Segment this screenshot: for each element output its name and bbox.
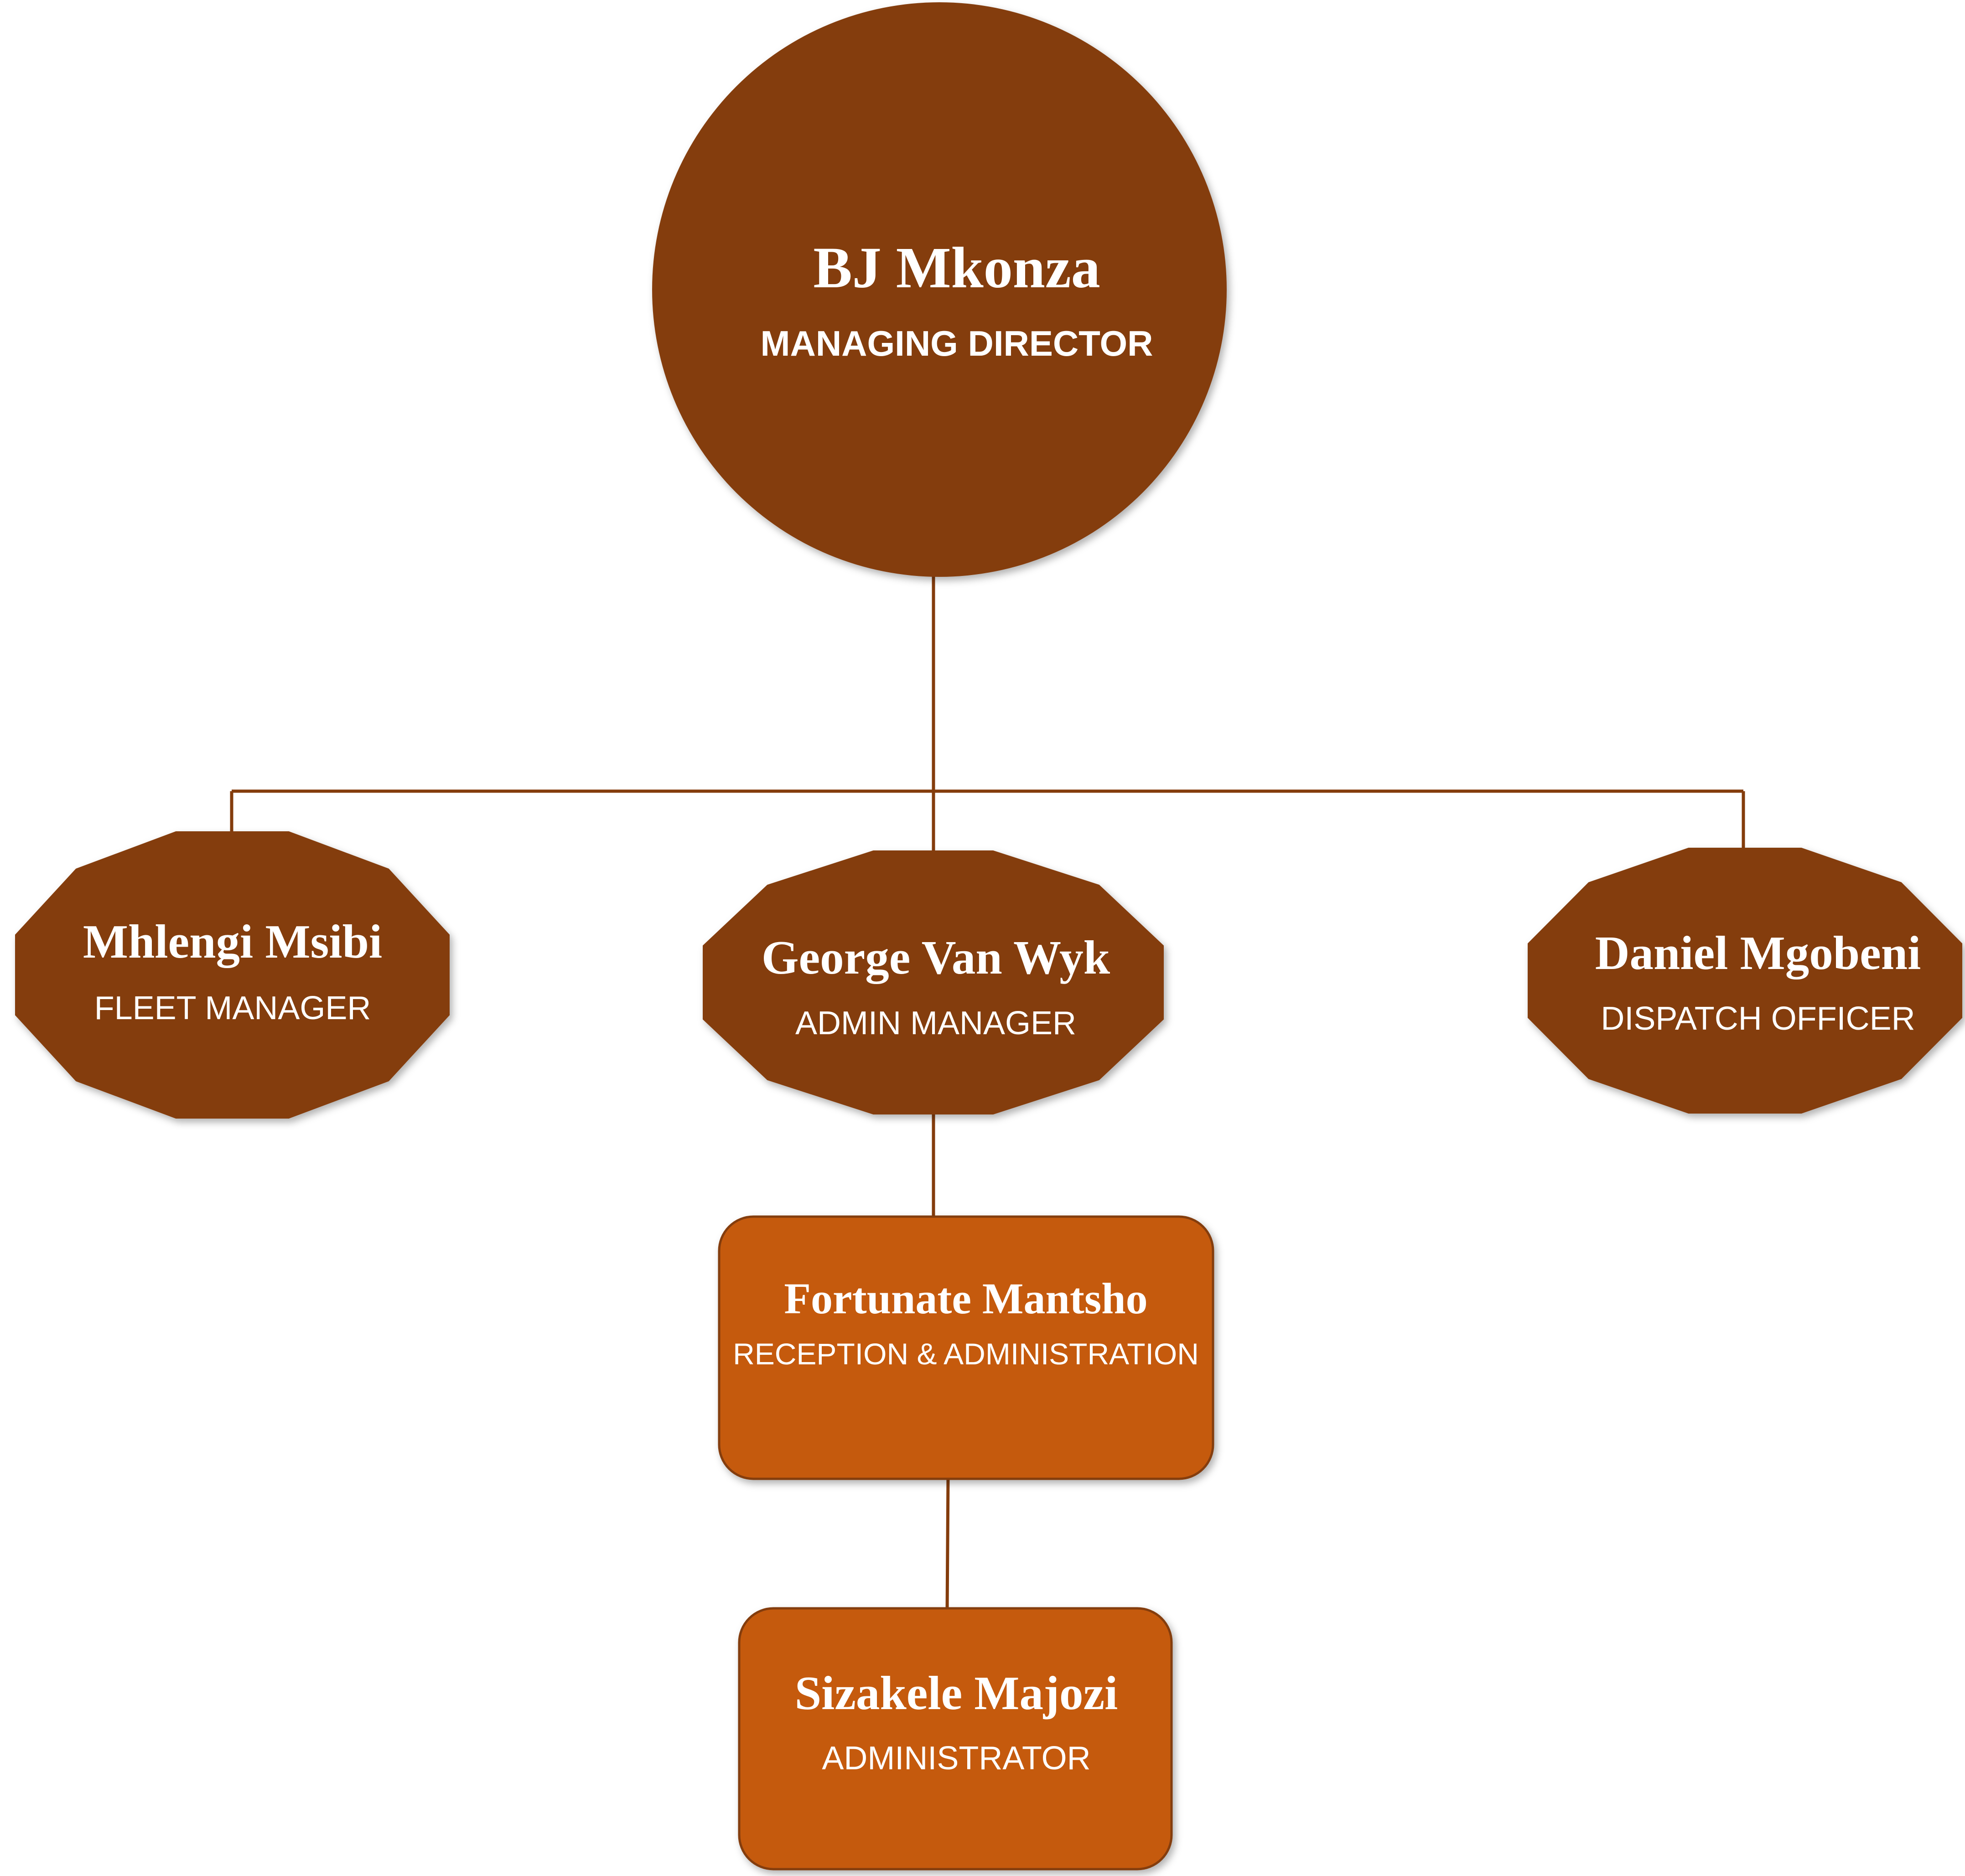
node-name: Mhlengi Msibi <box>83 915 382 968</box>
node-dispatch-officer: Daniel Mgobeni DISPATCH OFFICER <box>1528 848 1962 1114</box>
node-shape <box>703 850 1164 1114</box>
node-administrator: Sizakele Majozi ADMINISTRATOR <box>738 1607 1173 1871</box>
node-shape <box>718 1215 1214 1480</box>
node-shape <box>15 831 450 1119</box>
node-name: Daniel Mgobeni <box>1595 926 1921 979</box>
node-reception-administration: Fortunate Mantsho RECEPTION & ADMINISTRA… <box>718 1215 1214 1480</box>
node-title: ADMIN MANAGER <box>795 1005 1076 1042</box>
node-admin-manager: George Van Wyk ADMIN MANAGER <box>703 850 1164 1114</box>
node-title: FLEET MANAGER <box>94 990 371 1026</box>
connector-reception-to-administrator <box>945 1477 950 1610</box>
node-title: ADMINISTRATOR <box>822 1740 1090 1777</box>
node-title: RECEPTION & ADMINISTRATION <box>733 1337 1199 1371</box>
node-title: DISPATCH OFFICER <box>1601 1000 1915 1037</box>
node-fleet-manager: Mhlengi Msibi FLEET MANAGER <box>15 831 450 1119</box>
node-name: Sizakele Majozi <box>795 1666 1118 1720</box>
node-name: Fortunate Mantsho <box>784 1274 1147 1323</box>
node-managing-director: BJ Mkonza MANAGING DIRECTOR <box>652 2 1227 577</box>
node-name: BJ Mkonza <box>813 235 1100 300</box>
node-circle <box>652 2 1227 577</box>
node-shape <box>1528 848 1962 1114</box>
node-name: George Van Wyk <box>762 931 1110 984</box>
node-title: MANAGING DIRECTOR <box>761 323 1153 363</box>
node-shape <box>738 1607 1173 1871</box>
